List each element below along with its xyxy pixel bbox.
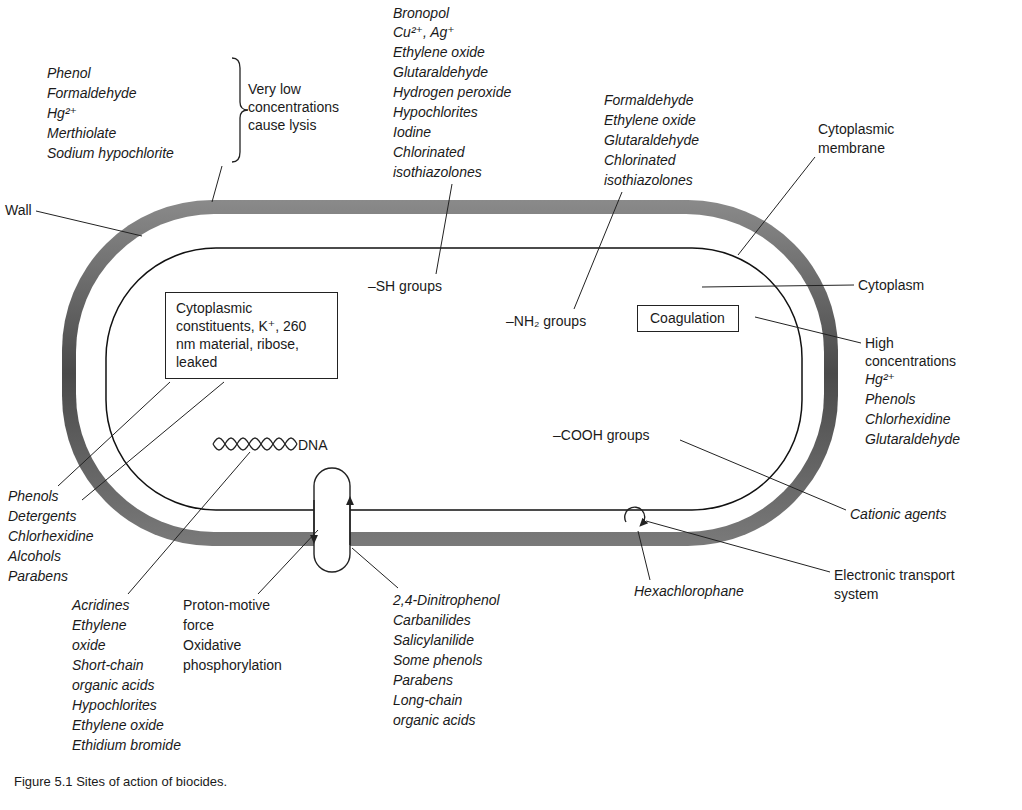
agent-label: Formaldehyde (47, 84, 137, 102)
agent-label: Phenols (8, 487, 59, 505)
leader-lines (36, 211, 142, 236)
leader-lines (738, 157, 815, 255)
part-label: Oxidative (183, 636, 241, 654)
cell-wall (62, 200, 838, 546)
leader-lines (702, 285, 854, 287)
brace (232, 58, 248, 162)
dna-helix (213, 438, 297, 450)
part-label: concentrations (865, 352, 956, 370)
agent-label: Iodine (393, 123, 431, 141)
part-label: force (183, 616, 214, 634)
part-label: Electronic transport (834, 566, 955, 584)
agent-label: Ethylene oxide (72, 716, 164, 734)
leader-lines (755, 317, 861, 343)
part-label: Cytoplasm (858, 276, 924, 294)
agent-label: Sodium hypochlorite (47, 144, 174, 162)
part-label: –SH groups (368, 277, 442, 295)
agent-label: Hydrogen peroxide (393, 83, 511, 101)
cytoplasmic-membrane (106, 248, 802, 510)
part-label: cause lysis (248, 116, 316, 134)
leader-lines (128, 452, 250, 594)
box-text: Coagulation (650, 309, 725, 327)
agent-label: Hypochlorites (393, 103, 478, 121)
electron-transport-symbol (625, 507, 645, 524)
leader-lines (680, 440, 846, 510)
cell-wall (62, 200, 838, 546)
agent-label: Formaldehyde (604, 91, 694, 109)
proton-motive-loop (349, 500, 350, 545)
part-label: High (865, 334, 894, 352)
agent-label: Alcohols (8, 547, 61, 565)
part-label: phosphorylation (183, 656, 282, 674)
agent-label: Glutaraldehyde (393, 63, 488, 81)
dna-helix (213, 438, 297, 450)
agent-label: oxide (72, 636, 105, 654)
agent-label: Chlorhexidine (8, 527, 94, 545)
part-label: Cytoplasmic (818, 120, 894, 138)
leader-lines (82, 382, 224, 500)
part-label: Wall (5, 201, 32, 219)
dna-helix (213, 438, 297, 450)
agent-label: Hg²⁺ (865, 370, 895, 388)
agent-label: organic acids (393, 711, 476, 729)
leader-lines (638, 531, 650, 580)
agent-label: Some phenols (393, 651, 483, 669)
leader-lines (258, 530, 318, 594)
agent-label: Merthiolate (47, 124, 116, 142)
leader-lines (212, 166, 222, 202)
part-label: –NH₂ groups (506, 312, 586, 330)
agent-label: Acridines (72, 596, 130, 614)
agent-label: Salicylanilide (393, 631, 474, 649)
agent-label: Detergents (8, 507, 76, 525)
part-label: system (834, 585, 878, 603)
agent-label: Chlorinated (393, 143, 465, 161)
agent-label: Ethylene oxide (393, 43, 485, 61)
agent-label: Chlorhexidine (865, 410, 951, 428)
cell-wall (76, 214, 824, 532)
agent-label: Hg²⁺ (47, 104, 77, 122)
leader-lines (352, 548, 398, 588)
agent-label: Glutaraldehyde (865, 430, 960, 448)
agent-label: Long-chain (393, 691, 462, 709)
agent-label: Bronopol (393, 4, 449, 22)
agent-label: Ethidium bromide (72, 736, 181, 754)
agent-label: Hexachlorophane (634, 582, 744, 600)
text-box: Cytoplasmic constituents, K⁺, 260 nm mat… (165, 292, 338, 379)
agent-label: Glutaraldehyde (604, 131, 699, 149)
agent-label: Carbanilides (393, 611, 471, 629)
agent-label: Parabens (393, 671, 453, 689)
leader-lines (36, 157, 861, 594)
part-label: Very low (248, 80, 301, 98)
part-label: DNA (298, 436, 328, 454)
figure-caption: Figure 5.1 Sites of action of biocides. (14, 774, 227, 789)
agent-label: isothiazolones (393, 163, 482, 181)
agent-label: isothiazolones (604, 171, 693, 189)
proton-motive-loop (314, 468, 350, 572)
agent-label: Cu²⁺, Ag⁺ (393, 23, 455, 41)
leader-lines (58, 382, 170, 486)
agent-label: Ethylene oxide (604, 111, 696, 129)
box-text: Cytoplasmic constituents, K⁺, 260 nm mat… (176, 299, 326, 371)
agent-label: Hypochlorites (72, 696, 157, 714)
agent-label: Chlorinated (604, 151, 676, 169)
leader-lines (436, 184, 452, 274)
text-box: Coagulation (637, 305, 739, 332)
agent-label: Ethylene (72, 616, 126, 634)
electron-transport-symbol (625, 507, 645, 524)
agent-label: 2,4-Dinitrophenol (393, 591, 500, 609)
agent-label: Short-chain (72, 656, 144, 674)
agent-label: Phenols (865, 390, 916, 408)
proton-motive-loop (314, 468, 350, 572)
leader-lines (574, 192, 622, 309)
part-label: –COOH groups (553, 426, 649, 444)
part-label: Proton-motive (183, 596, 270, 614)
part-label: membrane (818, 139, 885, 157)
agent-label: Parabens (8, 567, 68, 585)
leader-lines (646, 521, 830, 572)
agent-label: organic acids (72, 676, 155, 694)
agent-label: Phenol (47, 64, 91, 82)
part-label: concentrations (248, 98, 339, 116)
agent-label: Cationic agents (850, 505, 947, 523)
